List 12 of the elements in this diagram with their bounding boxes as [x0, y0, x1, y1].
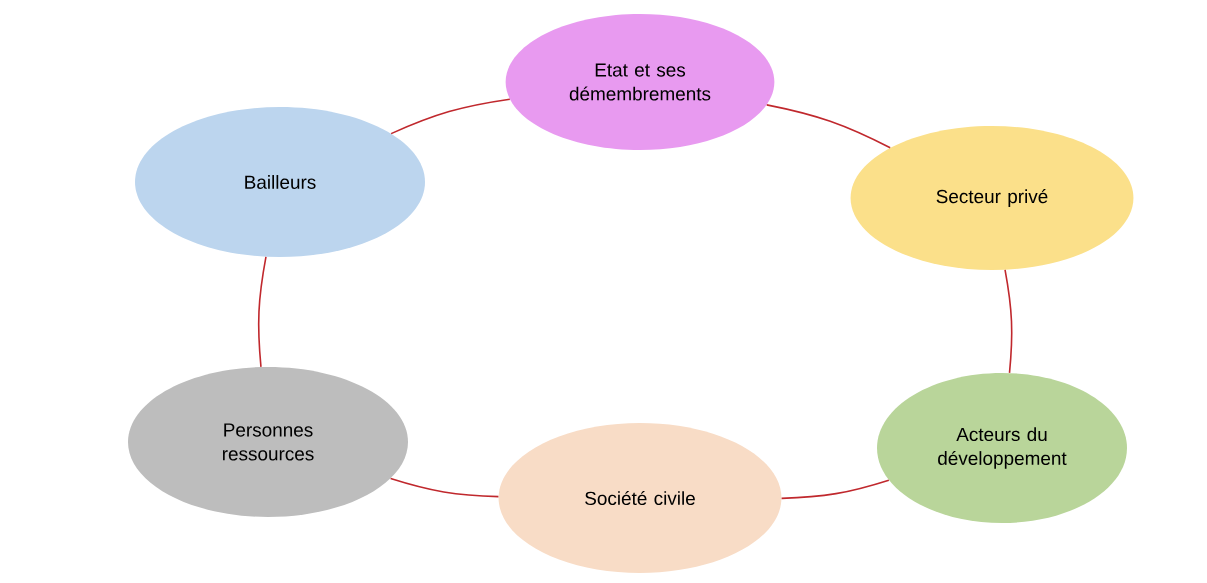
connector-arc — [1004, 269, 1013, 374]
ellipse-node: Bailleurs — [135, 107, 425, 257]
connector-arc — [765, 104, 891, 149]
ellipse-node: Secteur privé — [850, 126, 1134, 270]
ellipse-node: Etat et ses démembrements — [505, 14, 775, 150]
ellipse-node: Société civile — [498, 423, 782, 573]
connector-arc — [389, 477, 500, 498]
connector-arc — [257, 256, 267, 368]
connector-arc — [390, 98, 511, 135]
ellipse-node: Acteurs du développement — [877, 373, 1127, 523]
connector-arc — [780, 479, 890, 500]
ellipse-node: Personnes ressources — [128, 367, 408, 517]
